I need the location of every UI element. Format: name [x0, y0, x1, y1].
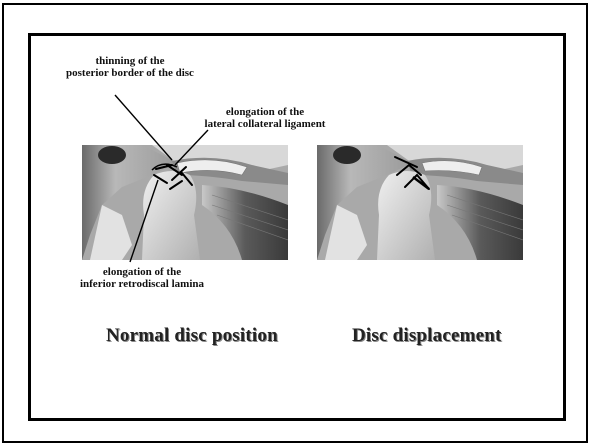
caption-normal-disc-position: Normal disc position — [106, 325, 278, 347]
pointer-irl — [130, 180, 158, 262]
pointer-thinning — [115, 95, 172, 160]
caption-disc-displacement: Disc displacement — [352, 325, 502, 347]
pointer-lcl — [175, 130, 208, 165]
